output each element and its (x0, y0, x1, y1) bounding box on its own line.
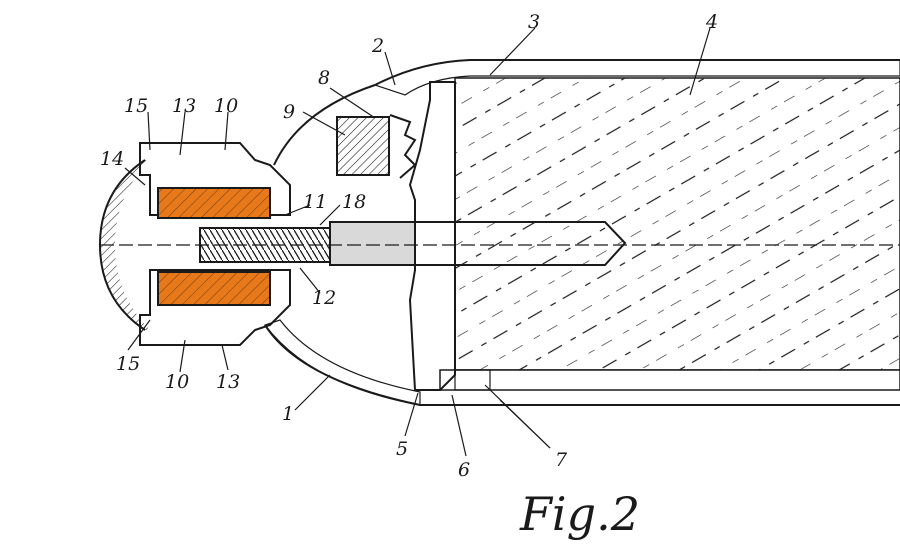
label-1: 1 (282, 403, 294, 425)
label-11: 11 (303, 191, 327, 213)
label-9: 9 (283, 101, 295, 123)
figure-caption: Fig.2 (519, 487, 640, 541)
label-5: 5 (396, 438, 408, 460)
magnet-lower (157, 271, 271, 306)
label-8: 8 (318, 67, 330, 89)
label-15-bottom: 15 (116, 353, 140, 375)
label-4: 4 (705, 11, 718, 33)
outer-casing (264, 59, 900, 406)
label-7: 7 (555, 449, 568, 471)
magnet-housing (139, 142, 291, 346)
label-15-top: 15 (124, 95, 148, 117)
label-6: 6 (458, 459, 470, 481)
label-13-bottom: 13 (216, 371, 240, 393)
label-13-top: 13 (172, 95, 196, 117)
leader-lines (124, 27, 711, 457)
label-10-top: 10 (214, 95, 238, 117)
label-3: 3 (528, 11, 540, 33)
label-2: 2 (371, 35, 384, 57)
getter-block (336, 114, 417, 179)
label-14: 14 (100, 148, 124, 170)
magnet-upper (157, 187, 271, 219)
label-18: 18 (342, 191, 366, 213)
spring-coil (199, 227, 331, 263)
end-cap (98, 159, 150, 331)
number-labels: 1 2 3 4 5 6 7 8 9 10 10 11 12 13 13 14 1… (100, 11, 718, 481)
label-12: 12 (312, 287, 336, 309)
label-10-bottom: 10 (165, 371, 189, 393)
glass-envelope (439, 77, 900, 391)
